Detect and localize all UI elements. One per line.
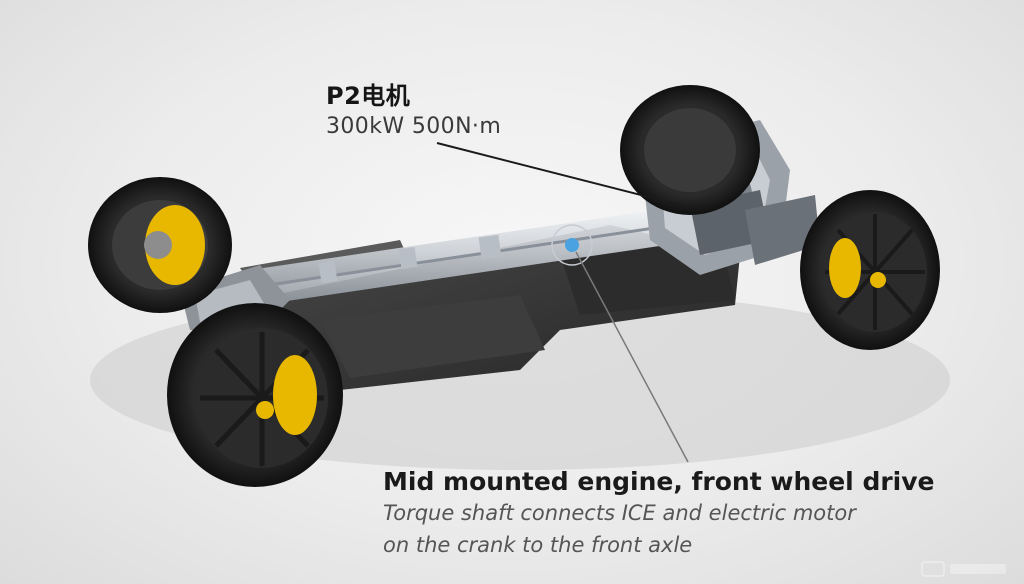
torque-shaft [250,205,700,305]
front-left-wheel [800,190,940,350]
rear-left-wheel [88,177,232,313]
front-right-wheel [620,85,760,215]
motor-title: P2电机 [326,82,411,110]
motor-spec: 300kW 500N·m [326,114,502,139]
crank-marker-dot [565,238,579,252]
watermark-logo [921,561,1006,577]
rear-right-wheel [167,303,343,487]
motor-callout-line [436,142,689,208]
engine-description-line-2: on the crank to the front axle [383,533,693,557]
crank-marker [551,224,593,266]
engine-description-line-1: Torque shaft connects ICE and electric m… [383,501,856,525]
engine-title: Mid mounted engine, front wheel drive [383,467,935,496]
engine-callout-line [575,251,689,463]
